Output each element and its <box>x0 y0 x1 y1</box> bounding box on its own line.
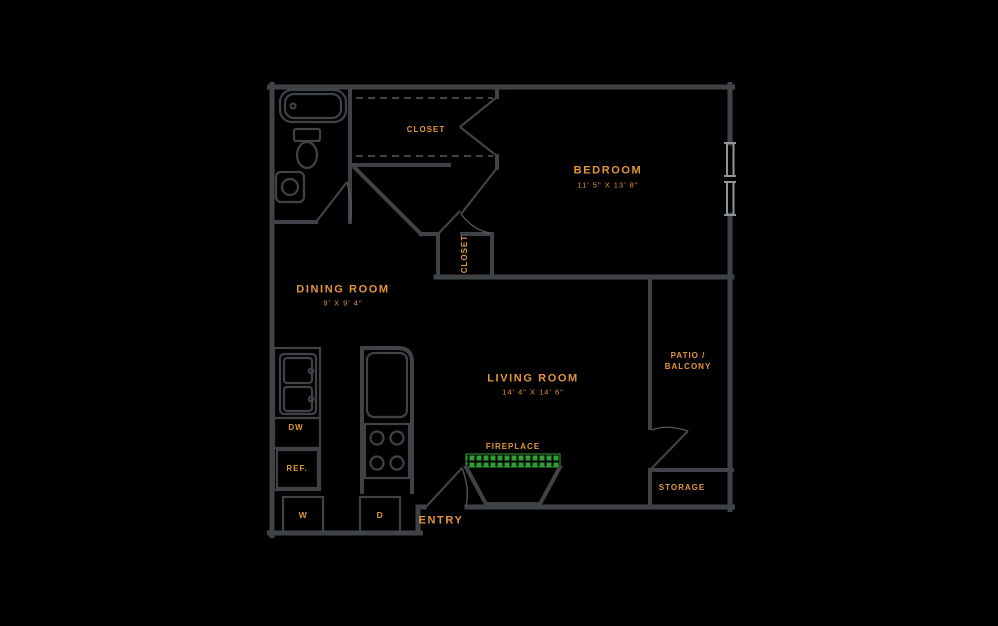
outer-walls <box>267 82 735 538</box>
living-room-label: LIVING ROOM <box>487 372 579 385</box>
patio-label-line1: PATIO / <box>670 351 706 360</box>
bathroom-sink <box>274 170 306 204</box>
closet-shelf-lines <box>356 97 493 157</box>
doors <box>315 96 689 510</box>
island-counter <box>365 351 409 419</box>
dryer-box <box>358 495 402 535</box>
fireplace-drawing <box>463 453 563 506</box>
stove <box>363 422 411 480</box>
washer-box <box>281 495 325 535</box>
bedroom-window <box>724 142 736 216</box>
patio-label-line2: BALCONY <box>664 362 712 371</box>
kitchen-island <box>360 346 414 494</box>
kitchen-counter <box>272 346 322 492</box>
refrigerator-label: REF. <box>286 464 308 473</box>
refrigerator-box <box>275 448 320 490</box>
living-room-dimensions: 14' 4" X 14' 6" <box>502 387 564 397</box>
hall-closet-label: CLOSET <box>460 234 469 274</box>
toilet <box>292 127 322 170</box>
dining-room-dimensions: 9' X 9' 4" <box>323 298 363 308</box>
kitchen-sink <box>278 352 318 416</box>
fireplace-label: FIREPLACE <box>485 442 541 451</box>
dishwasher-label: DW <box>288 423 304 432</box>
bathtub <box>278 88 348 124</box>
washer-label: W <box>298 509 308 520</box>
dining-room-label: DINING ROOM <box>296 283 390 296</box>
bedroom-label: BEDROOM <box>573 164 643 177</box>
dryer-label: D <box>376 509 384 520</box>
bedroom-dimensions: 11' 5" X 13' 8" <box>577 180 639 190</box>
entry-label: ENTRY <box>418 514 464 527</box>
door-arcs <box>346 181 689 507</box>
closet-top-label: CLOSET <box>406 125 446 134</box>
storage-label: STORAGE <box>658 483 706 492</box>
